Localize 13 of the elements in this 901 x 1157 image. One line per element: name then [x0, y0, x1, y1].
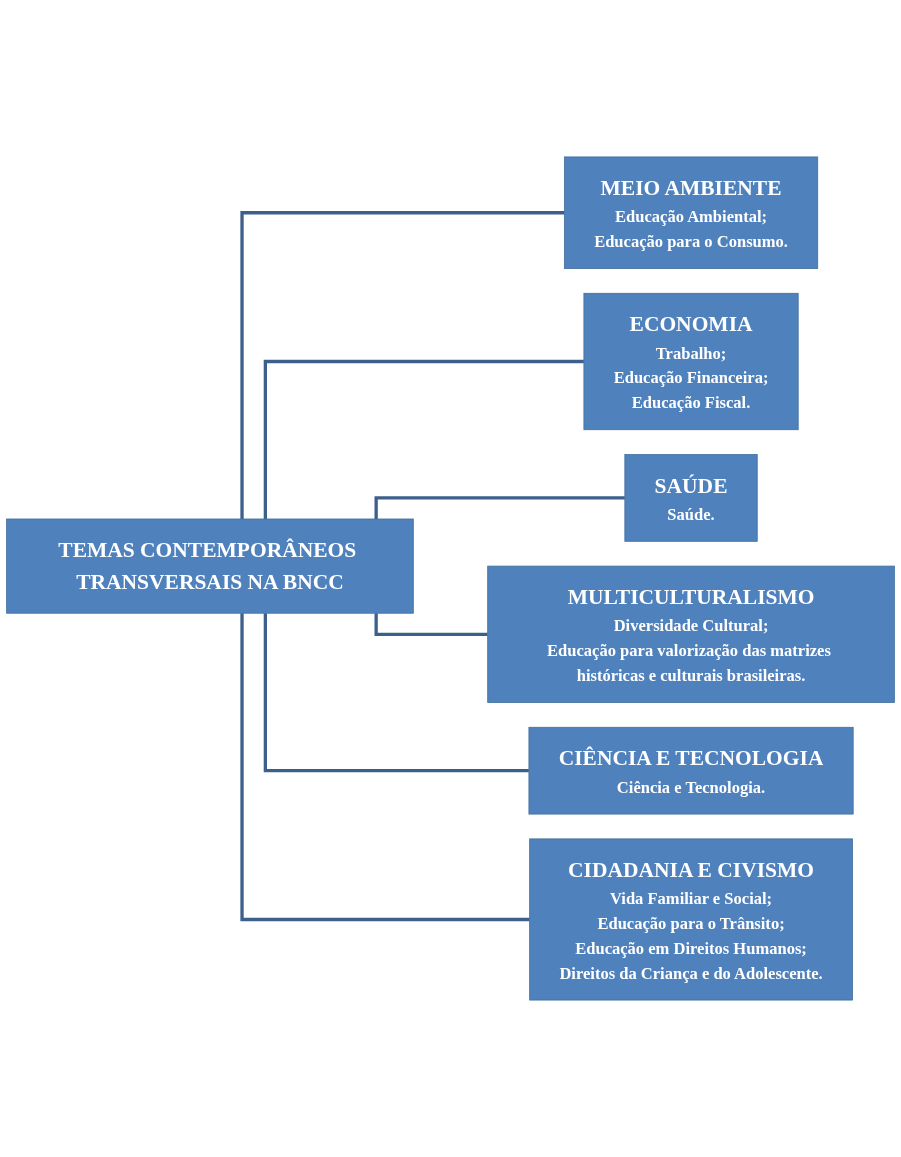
- connector: [374, 613, 488, 636]
- connector: [263, 613, 529, 773]
- node-box: ECONOMIA Trabalho; Educação Financeira; Educação Fiscal.: [583, 292, 799, 431]
- connector: [374, 496, 625, 519]
- node-box: SAÚDE Saúde.: [624, 454, 758, 542]
- node-box: MEIO AMBIENTE Educação Ambiental; Educação para o Consumo.: [563, 156, 819, 269]
- node-box: TEMAS CONTEMPORÂNEOS TRANSVERSAIS NA BNCC: [6, 518, 414, 614]
- connector: [263, 359, 584, 519]
- node-box: MULTICULTURALISMO Diversidade Cultural; Educação para valorização das matrizes históricas e culturais brasileiras.: [487, 565, 895, 703]
- node-box: CIÊNCIA E TECNOLOGIA Ciência e Tecnologia.: [528, 726, 854, 815]
- connector: [240, 211, 565, 519]
- connector: [240, 613, 530, 922]
- node-box: CIDADANIA E CIVISMO Vida Familiar e Social; Educação para o Trânsito; Educação em Direitos Humanos; Direitos da Criança e do Adolescente.: [529, 838, 853, 1001]
